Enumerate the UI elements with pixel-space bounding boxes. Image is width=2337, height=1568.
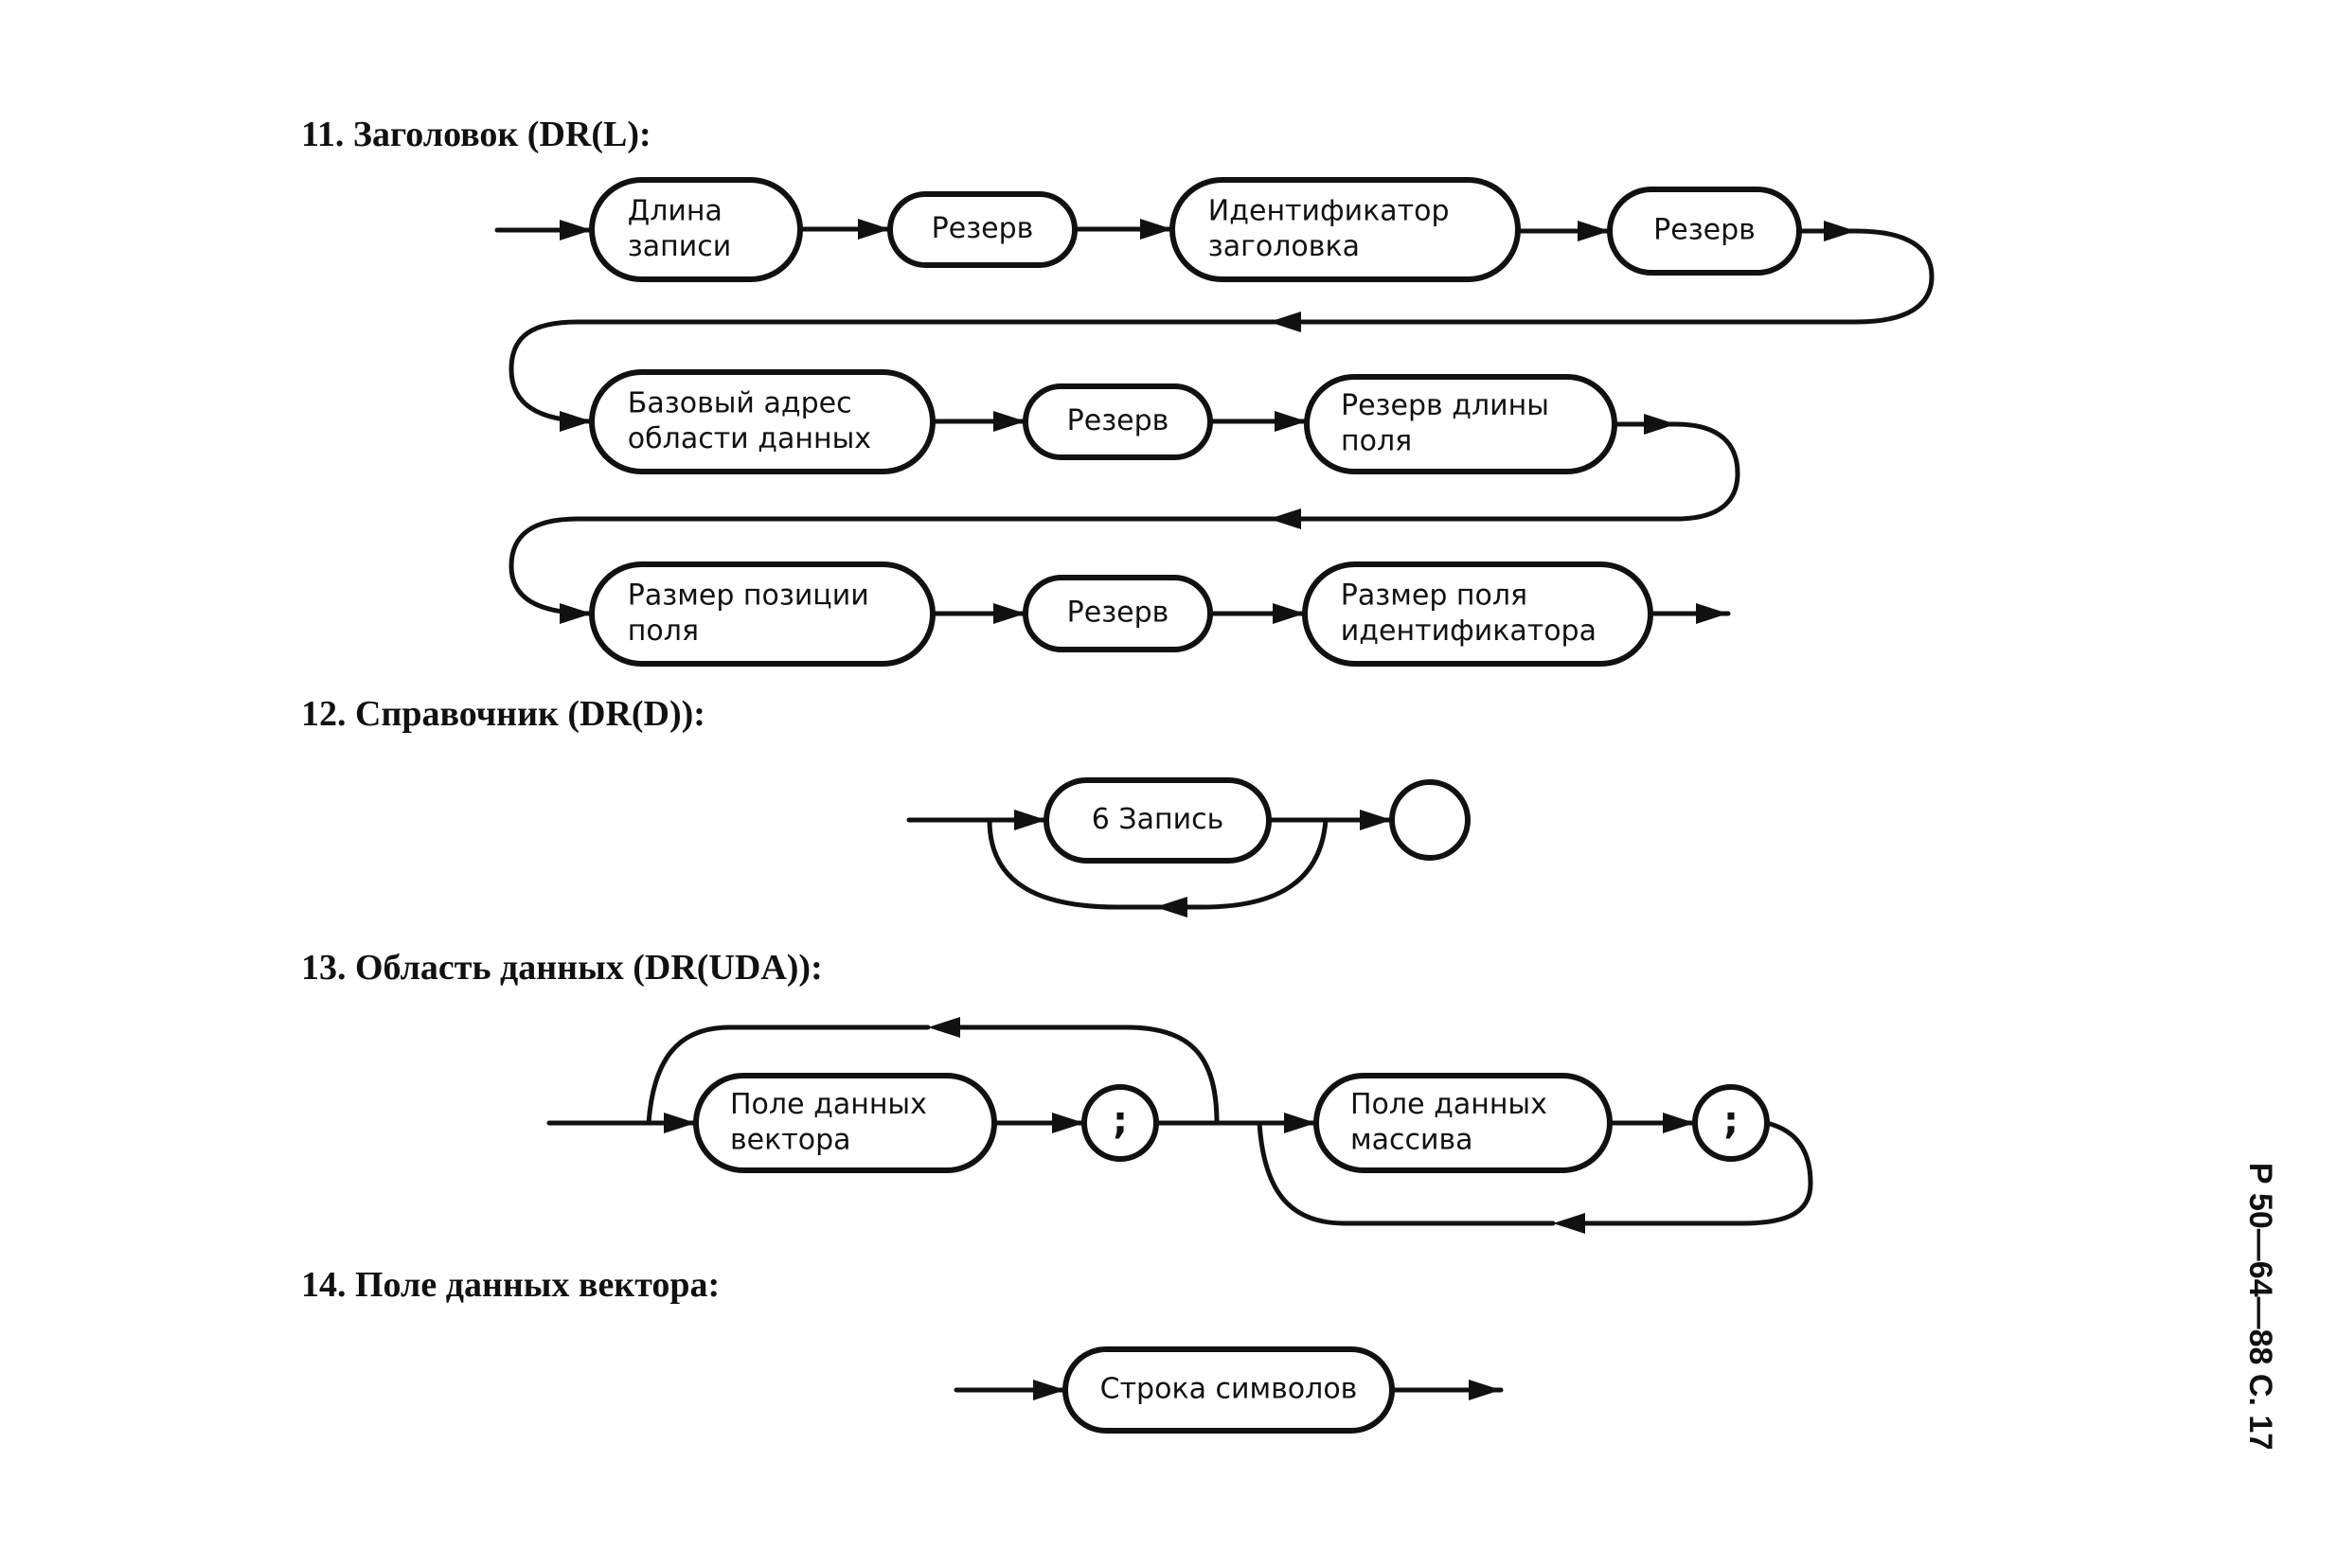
s13-arrow-3 <box>1284 1113 1316 1133</box>
s11-return-loop-1 <box>1266 228 1935 325</box>
s14-exit-arrow <box>1469 1380 1501 1400</box>
s11-node-record-length-label-2: записи <box>628 230 731 263</box>
s11-return-arrow-2 <box>1269 508 1301 529</box>
s11-arrow-3 <box>1578 221 1610 241</box>
section-14-heading: 14. Поле данных вектора: <box>301 1265 721 1305</box>
s13-lower-loop-arrow <box>1553 1213 1585 1234</box>
s11-return-loop-2 <box>1266 421 1740 522</box>
s11-node-base-address-label-1: Базовый адрес <box>628 386 852 419</box>
s14-arrow-1 <box>1033 1380 1065 1400</box>
s11-return-wrap-2 <box>508 516 1272 616</box>
s14-node-char-string-label-1: Строка символов <box>1100 1373 1358 1406</box>
s11-arrow-9 <box>560 603 592 624</box>
s13-separator-1-label: ; <box>1113 1099 1128 1143</box>
s11-node-header-id-label-2: заголовка <box>1208 230 1360 263</box>
s11-exit-arrow <box>1696 603 1728 624</box>
s11-entry-arrow <box>560 220 592 241</box>
s13-separator-2-label: ; <box>1723 1099 1739 1143</box>
s11-return-wrap-1 <box>508 319 1272 424</box>
s11-arrow-7 <box>1275 411 1307 432</box>
s11-arrow-5 <box>560 411 592 432</box>
s12-arrow-2 <box>1360 810 1392 830</box>
s11-arrow-2 <box>1140 219 1172 240</box>
s13-node-array-field-label-1: Поле данных <box>1350 1088 1547 1121</box>
s11-node-record-length-label-1: Длина <box>628 194 723 227</box>
s11-node-field-position-size-label-1: Размер позиции <box>628 579 869 612</box>
s12-loop-back-arrow <box>1155 897 1187 918</box>
s12-node-record-label-1: 6 Запись <box>1092 803 1224 836</box>
s11-arrow-11 <box>1273 603 1305 624</box>
s11-node-reserve-2-label-1: Резерв <box>1653 214 1756 247</box>
s13-upper-loop-left <box>646 1025 931 1126</box>
s13-node-vector-field-label-1: Поле данных <box>730 1088 927 1121</box>
section-13-heading: 13. Область данных (DR(UDA)): <box>301 948 823 988</box>
s11-arrow-1 <box>858 219 890 240</box>
s13-upper-loop-arrow <box>928 1017 960 1038</box>
s11-return-arrow-1 <box>1269 312 1301 332</box>
s11-arrow-4 <box>1824 221 1856 241</box>
s12-terminal-circle <box>1389 779 1471 861</box>
s13-node-vector-field-label-2: вектора <box>730 1123 851 1156</box>
s13-upper-loop-right <box>944 1025 1220 1126</box>
s13-arrow-2 <box>1052 1113 1084 1133</box>
s11-arrow-8 <box>1644 414 1676 435</box>
page-code-text: Р 50—64—88 С. 17 <box>2242 1165 2277 1449</box>
s12-arrow-1 <box>1014 810 1046 830</box>
s12-loop-back-right <box>1171 817 1329 910</box>
s11-node-field-length-reserve-label-2: поля <box>1341 424 1412 457</box>
section-12-heading: 12. Справочник (DR(D)): <box>301 694 705 734</box>
s13-arrow-1 <box>664 1113 696 1133</box>
s11-node-reserve-3-label-1: Резерв <box>1067 404 1169 437</box>
s11-arrow-6 <box>993 411 1026 432</box>
section-11-heading: 11. Заголовок (DR(L): <box>301 115 651 154</box>
page-code-vertical: Р 50—64—88 С. 17 <box>2242 1165 2277 1449</box>
s11-node-field-length-reserve-label-1: Резерв длины <box>1341 389 1549 422</box>
s11-node-base-address-label-2: области данных <box>628 422 871 455</box>
s11-node-id-field-size-label-2: идентификатора <box>1341 615 1597 648</box>
s13-lower-loop-right <box>1569 1120 1813 1226</box>
s11-node-field-position-size-label-2: поля <box>628 615 699 648</box>
s11-arrow-10 <box>993 603 1026 624</box>
s12-loop-back-left <box>987 817 1177 910</box>
s11-node-header-id-label-1: Идентификатор <box>1208 194 1450 227</box>
s11-node-reserve-1-label-1: Резерв <box>932 212 1034 245</box>
s13-arrow-4 <box>1663 1113 1695 1133</box>
s13-node-array-field-label-2: массива <box>1350 1123 1473 1156</box>
s11-node-reserve-4-label-1: Резерв <box>1067 597 1169 630</box>
s11-node-id-field-size-label-1: Размер поля <box>1341 579 1527 612</box>
s13-lower-loop-left <box>1257 1120 1556 1226</box>
